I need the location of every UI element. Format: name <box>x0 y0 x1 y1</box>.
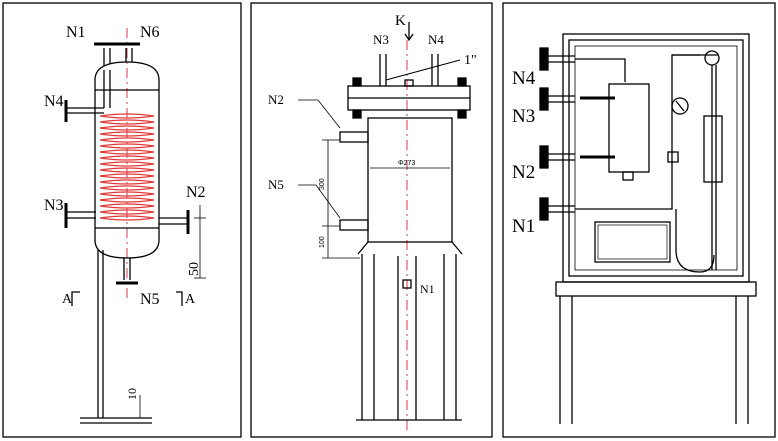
label-n4-top: N4 <box>428 32 444 47</box>
label-n1: N1 <box>66 24 86 41</box>
coil-turn <box>99 155 155 161</box>
panel-3-frame <box>502 2 776 438</box>
coil-turn <box>99 203 155 209</box>
coil-turn <box>99 143 155 149</box>
flowmeter <box>703 115 723 183</box>
label-n5-side: N5 <box>268 177 284 192</box>
coil-turn <box>99 161 155 167</box>
coil-turn <box>99 173 155 179</box>
label-n3: N3 <box>44 197 64 214</box>
panel-2-frame <box>250 2 493 438</box>
coil-turn <box>99 125 155 131</box>
coil-turn <box>99 191 155 197</box>
dim-300: 300 <box>319 178 326 190</box>
label-n4: N4 <box>44 93 64 110</box>
panel-1-heat-exchanger <box>2 2 242 438</box>
dim-100: 100 <box>319 236 326 248</box>
coil-turn <box>99 185 155 191</box>
dim-10: 10 <box>125 388 139 400</box>
panel-3-sampling-cabinet <box>502 2 776 438</box>
label-k: K <box>395 13 406 29</box>
label-n2-side: N2 <box>268 92 284 107</box>
pressure-gauge <box>671 97 689 115</box>
coil-turn <box>99 131 155 137</box>
panel-2-separator <box>250 2 493 438</box>
coil-turn <box>99 149 155 155</box>
vessel-body <box>94 61 160 259</box>
label-n3-top: N3 <box>373 32 389 47</box>
coil-turn <box>99 209 155 215</box>
label-pipe-size: 1" <box>464 53 477 68</box>
coil-turn <box>99 119 155 125</box>
coil-turn <box>99 179 155 185</box>
dim-diameter: Φ273 <box>398 160 415 167</box>
label-n4-cabinet: N4 <box>512 68 536 89</box>
section-label-right: A <box>185 292 196 307</box>
label-n2: N2 <box>186 184 206 201</box>
coil-turn <box>99 113 155 119</box>
coil-turn <box>99 137 155 143</box>
panel-1-frame <box>2 2 242 438</box>
label-n1-bottom: N1 <box>420 282 435 296</box>
dim-50: 50 <box>187 262 202 276</box>
coil-turn <box>99 167 155 173</box>
coil-turn <box>99 215 155 221</box>
cooling-coil <box>99 113 155 221</box>
label-n5: N5 <box>140 291 160 308</box>
coil-turn <box>99 197 155 203</box>
label-n6: N6 <box>140 24 160 41</box>
label-n1-cabinet: N1 <box>512 216 535 237</box>
filter-icon <box>704 50 720 66</box>
label-n3-cabinet: N3 <box>512 106 535 127</box>
section-label-left: A <box>62 292 73 307</box>
label-n2-cabinet: N2 <box>512 162 535 183</box>
